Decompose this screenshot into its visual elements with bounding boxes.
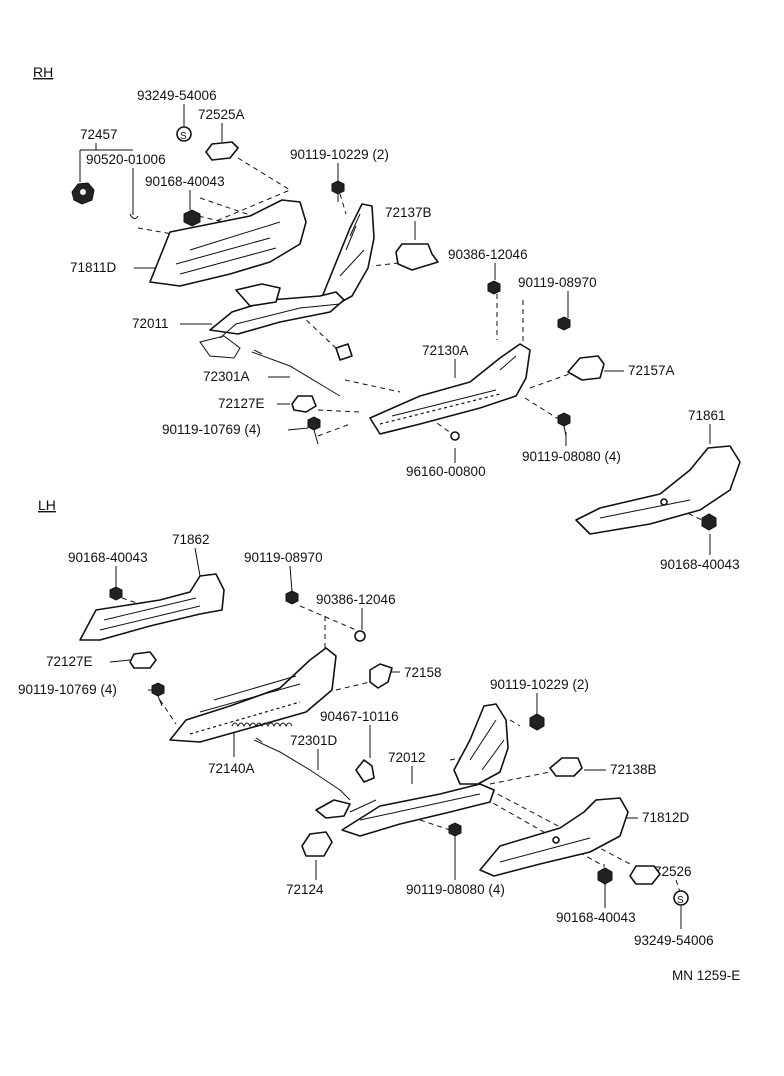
label-lh-93249-54006: 93249-54006 [634,933,714,948]
label-rh-72137B: 72137B [385,205,432,220]
label-lh-72140A: 72140A [208,761,255,776]
label-lh-90119-08080: 90119-08080 (4) [406,882,505,897]
label-lh-71812D: 71812D [642,810,690,825]
label-lh-72158: 72158 [404,665,442,680]
label-lh-71862: 71862 [172,532,210,547]
label-rh-72301A: 72301A [203,369,250,384]
label-rh-90119-10229: 90119-10229 (2) [290,147,389,162]
label-rh-72130A: 72130A [422,343,469,358]
lh-dashed-lines [121,597,681,893]
label-lh-90119-10769: 90119-10769 (4) [18,682,117,697]
section-label-lh: LH [38,497,56,513]
label-rh-72157A: 72157A [628,363,675,378]
label-rh-90119-10769: 90119-10769 (4) [162,422,261,437]
diagram-code: MN 1259-E [672,968,740,983]
label-rh-93249-54006: 93249-54006 [137,88,217,103]
label-lh-72124: 72124 [286,882,324,897]
label-rh-72525A: 72525A [198,107,245,122]
label-lh-90119-10229: 90119-10229 (2) [490,677,589,692]
label-lh-90168-40043: 90168-40043 [68,550,148,565]
svg-text:S: S [180,131,187,142]
label-rh-90520-01006: 90520-01006 [86,152,166,167]
label-lh-72012: 72012 [388,750,426,765]
label-rh-72127E: 72127E [218,396,265,411]
label-lh-72138B: 72138B [610,762,657,777]
label-lh-90386-12046: 90386-12046 [316,592,396,607]
label-rh-90386-12046: 90386-12046 [448,247,528,262]
label-rh-90168-40043b: 90168-40043 [660,557,740,572]
rh-part-shapes: S [71,126,741,535]
label-rh-71811D: 71811D [70,260,117,275]
label-rh-72457: 72457 [80,127,118,142]
label-rh-90119-08970: 90119-08970 [518,275,597,290]
label-lh-90168-40043b: 90168-40043 [556,910,636,925]
rh-leader-lines [79,104,711,555]
label-lh-90119-08970: 90119-08970 [244,550,323,565]
label-lh-72301D: 72301D [290,733,338,748]
svg-text:S: S [677,895,684,906]
label-lh-72526: 72526 [654,864,692,879]
label-rh-90119-08080: 90119-08080 (4) [522,449,621,464]
section-label-rh: RH [33,64,53,80]
label-rh-71861: 71861 [688,408,726,423]
lh-part-shapes: S [79,573,689,906]
label-lh-72127E: 72127E [46,654,93,669]
label-rh-90168-40043: 90168-40043 [145,174,225,189]
label-rh-72011: 72011 [132,316,169,331]
label-lh-90467-10116: 90467-10116 [320,709,399,724]
label-rh-96160-00800: 96160-00800 [406,464,486,479]
